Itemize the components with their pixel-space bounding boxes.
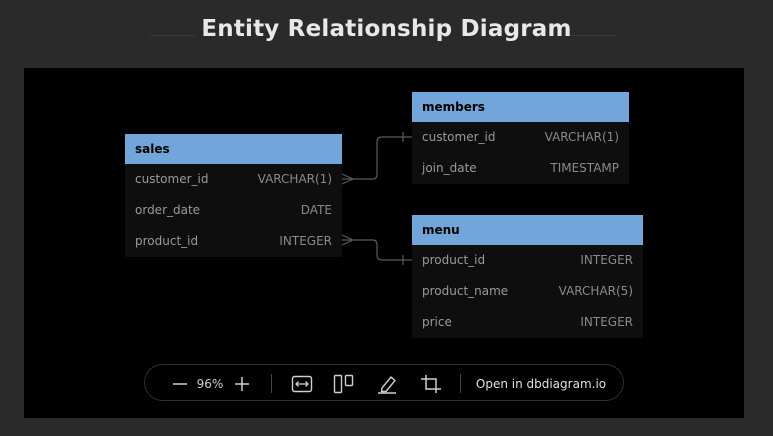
- relation-sales-menu[interactable]: [342, 239, 412, 261]
- highlighter-icon: [378, 375, 396, 394]
- field-name: product_id: [422, 253, 486, 267]
- field-row[interactable]: customer_id VARCHAR(1): [125, 164, 342, 195]
- field-name: price: [422, 315, 452, 329]
- field-name: customer_id: [422, 130, 496, 144]
- field-name: product_name: [422, 284, 509, 298]
- field-row[interactable]: product_name VARCHAR(5): [412, 276, 643, 307]
- field-name: product_id: [135, 234, 199, 248]
- table-header-sales[interactable]: sales: [125, 134, 342, 164]
- diagram-toolbar: 96%: [144, 364, 624, 401]
- page-title-bar: Entity Relationship Diagram: [0, 16, 773, 52]
- field-type: INTEGER: [279, 234, 332, 248]
- open-in-dbdiagram-link[interactable]: Open in dbdiagram.io: [475, 376, 607, 391]
- field-row[interactable]: product_id INTEGER: [412, 245, 643, 276]
- auto-arrange-button[interactable]: [330, 365, 358, 402]
- relation-sales-members[interactable]: [342, 136, 412, 180]
- field-type: VARCHAR(1): [544, 130, 619, 144]
- table-members[interactable]: members customer_id VARCHAR(1) join_date…: [412, 92, 629, 184]
- highlight-button[interactable]: [373, 365, 401, 402]
- field-name: order_date: [135, 203, 201, 217]
- title-divider-right: [570, 35, 616, 36]
- zoom-in-button[interactable]: [229, 365, 255, 402]
- field-row[interactable]: join_date TIMESTAMP: [412, 153, 629, 184]
- minus-icon: [173, 382, 187, 385]
- field-row[interactable]: product_id INTEGER: [125, 226, 342, 257]
- many-marker-sales-customer: [341, 173, 355, 185]
- layout-icon: [333, 374, 354, 393]
- many-marker-sales-product: [341, 234, 355, 246]
- table-menu[interactable]: menu product_id INTEGER product_name VAR…: [412, 215, 643, 338]
- table-sales[interactable]: sales customer_id VARCHAR(1) order_date …: [125, 134, 342, 257]
- toolbar-divider: [271, 374, 272, 393]
- zoom-out-button[interactable]: [167, 365, 193, 402]
- crop-icon: [421, 374, 441, 393]
- plus-icon: [235, 376, 249, 391]
- field-type: INTEGER: [580, 253, 633, 267]
- field-type: VARCHAR(1): [257, 172, 332, 186]
- field-row[interactable]: price INTEGER: [412, 307, 643, 338]
- field-type: INTEGER: [580, 315, 633, 329]
- field-type: TIMESTAMP: [550, 161, 619, 175]
- table-header-members[interactable]: members: [412, 92, 629, 122]
- title-divider-left: [150, 35, 195, 36]
- crop-button[interactable]: [417, 365, 445, 402]
- zoom-level: 96%: [196, 376, 224, 391]
- relationship-lines: [341, 132, 412, 265]
- fit-width-icon: [291, 375, 313, 392]
- page-title: Entity Relationship Diagram: [201, 16, 572, 42]
- field-type: VARCHAR(5): [558, 284, 633, 298]
- table-header-menu[interactable]: menu: [412, 215, 643, 245]
- field-row[interactable]: order_date DATE: [125, 195, 342, 226]
- field-name: join_date: [422, 161, 477, 175]
- field-name: customer_id: [135, 172, 209, 186]
- field-row[interactable]: customer_id VARCHAR(1): [412, 122, 629, 153]
- diagram-canvas[interactable]: sales customer_id VARCHAR(1) order_date …: [24, 68, 744, 418]
- toolbar-divider: [460, 374, 461, 393]
- field-type: DATE: [300, 203, 332, 217]
- fit-to-screen-button[interactable]: [288, 365, 316, 402]
